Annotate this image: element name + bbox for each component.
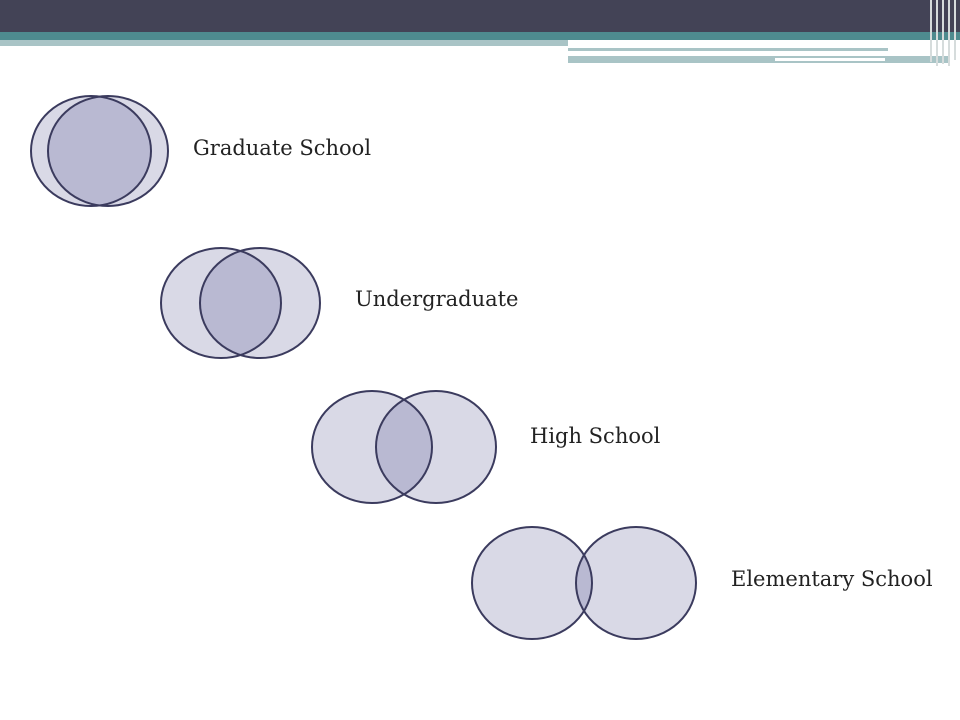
circle-right — [576, 527, 696, 639]
circle-pair-undergraduate — [160, 247, 321, 359]
overlap-region — [48, 96, 151, 206]
header-accent-band — [568, 56, 948, 63]
overlap-region — [376, 391, 432, 503]
circle-pair-graduate-school — [30, 95, 169, 207]
header-teal-band — [0, 32, 960, 40]
circle-pair-elementary-school — [471, 526, 697, 640]
header-vertical-lines — [928, 0, 960, 66]
header-accent-highlight — [775, 58, 885, 61]
label-undergraduate: Undergraduate — [355, 287, 519, 311]
header-bar — [0, 0, 960, 32]
label-elementary-school: Elementary School — [731, 567, 933, 591]
circle-pair-high-school — [311, 390, 497, 504]
header-light-band — [0, 40, 568, 46]
label-graduate-school: Graduate School — [193, 136, 372, 160]
circle-left — [472, 527, 592, 639]
label-high-school: High School — [530, 424, 661, 448]
header-accent-line — [568, 48, 888, 51]
overlap-region — [200, 248, 281, 358]
